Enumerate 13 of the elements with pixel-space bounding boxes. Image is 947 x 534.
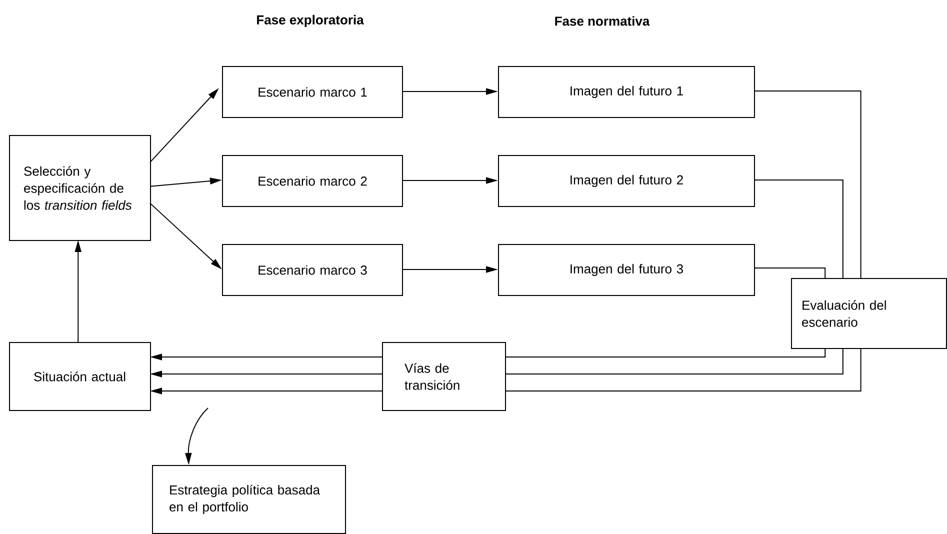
process-box: Escenario marco 3 — [222, 244, 403, 296]
process-box: Situación actual — [9, 342, 151, 411]
process-box: Imagen del futuro 2 — [498, 155, 755, 207]
process-box: Selección y especificación de los transition fields — [9, 135, 151, 241]
process-box: Vías de transición — [382, 342, 506, 411]
process-box: Escenario marco 2 — [222, 155, 403, 207]
process-box: Imagen del futuro 1 — [498, 66, 755, 118]
process-box: Estrategia política basada en el portfolio — [152, 465, 346, 534]
process-box: Imagen del futuro 3 — [498, 244, 755, 296]
column-heading: Fase exploratoria — [257, 14, 364, 28]
column-heading: Fase normativa — [555, 16, 650, 26]
process-box: Evaluación del escenario — [791, 278, 947, 349]
process-box: Escenario marco 1 — [222, 66, 403, 118]
